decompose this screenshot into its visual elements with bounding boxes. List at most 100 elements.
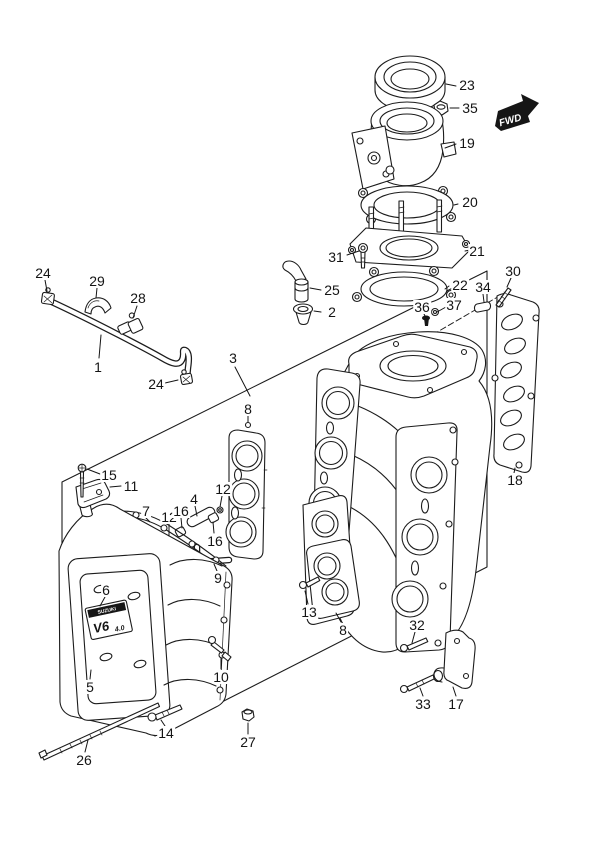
breather-hose	[48, 298, 193, 382]
bolt-32	[399, 637, 429, 653]
leader-line	[99, 596, 106, 607]
part-callout-2: 2	[327, 304, 337, 320]
part-callout-34: 34	[474, 279, 492, 295]
part-callout-24: 24	[34, 265, 52, 281]
bolt-13	[298, 576, 321, 590]
sensor-11	[75, 478, 111, 518]
leader-line	[346, 250, 360, 256]
v6-emblem: SUZUKI V6 4.0	[84, 599, 133, 641]
leader-line	[44, 279, 48, 292]
leader-line	[194, 505, 198, 517]
part-callout-12: 12	[214, 481, 232, 497]
part-callout-9: 9	[213, 570, 223, 586]
leader-line	[160, 719, 166, 727]
leader-line	[506, 277, 512, 288]
gasket-22	[351, 265, 457, 307]
part-callout-20: 20	[461, 194, 479, 210]
part-callout-31: 31	[327, 249, 345, 265]
leader-line	[304, 590, 309, 605]
part-callout-32: 32	[408, 617, 426, 633]
part-callout-14: 14	[157, 725, 175, 741]
leader-line	[419, 687, 424, 697]
emblem-size: 4.0	[113, 625, 125, 634]
screw-15	[77, 463, 87, 498]
throttle-body	[351, 101, 457, 190]
manifold-gasket-6port	[491, 293, 540, 473]
leader-line	[444, 143, 457, 149]
part-callout-37: 37	[445, 297, 463, 313]
leader-line	[313, 310, 322, 313]
leader-line	[445, 83, 457, 87]
throttle-plate-lower	[306, 539, 360, 619]
part-callout-16: 16	[206, 533, 224, 549]
part-callout-28: 28	[129, 290, 147, 306]
part-callout-19: 19	[458, 135, 476, 151]
part-callout-8: 8	[338, 622, 348, 638]
part-callout-10: 10	[212, 669, 230, 685]
part-callout-25: 25	[323, 282, 341, 298]
leader-line	[411, 631, 416, 644]
part-callout-27: 27	[239, 734, 257, 750]
long-bolt-26	[38, 702, 161, 761]
clamp-24-upper	[40, 287, 55, 306]
leader-line	[86, 468, 101, 475]
part-callout-17: 17	[447, 696, 465, 712]
leader-line	[513, 467, 516, 474]
leader-line	[89, 669, 92, 680]
part-callout-30: 30	[504, 263, 522, 279]
bolt-31	[357, 242, 369, 269]
connector-28	[117, 312, 144, 335]
leader-line	[482, 293, 485, 303]
part-callout-36: 36	[413, 299, 431, 315]
silencer-case: SUZUKI V6 4.0	[58, 503, 233, 737]
part-callout-3: 3	[228, 350, 238, 366]
bolt-33	[399, 674, 436, 694]
inlet-collar	[374, 55, 446, 112]
leader-line	[219, 495, 223, 508]
part-callout-21: 21	[468, 243, 486, 259]
part-callout-26: 26	[75, 752, 93, 768]
ring-12-right	[216, 506, 224, 514]
part-callout-18: 18	[506, 472, 524, 488]
leader-line	[444, 285, 450, 290]
bracket-17	[432, 629, 476, 689]
elbow-fitting	[282, 260, 309, 303]
adapter-21	[347, 199, 471, 269]
leader-line	[234, 366, 251, 397]
leader-line	[423, 313, 427, 319]
emblem-brand: SUZUKI	[97, 606, 117, 616]
leader-line	[180, 517, 183, 529]
part-callout-16: 16	[172, 503, 190, 519]
nut-27	[241, 708, 255, 722]
part-callout-15: 15	[100, 467, 118, 483]
part-callout-23: 23	[458, 77, 476, 93]
leader-line	[436, 306, 447, 313]
stud-30	[495, 287, 512, 308]
part-callout-1: 1	[93, 359, 103, 375]
joint-16-right	[207, 512, 220, 524]
clip-29	[84, 297, 112, 315]
part-callout-29: 29	[88, 273, 106, 289]
bolt-14	[147, 704, 183, 722]
part-callout-22: 22	[451, 277, 469, 293]
clamp-24-lower	[179, 369, 194, 386]
part-callout-4: 4	[189, 491, 199, 507]
fwd-arrow: FWD	[495, 94, 539, 131]
leader-line	[98, 334, 102, 359]
part-callout-6: 6	[101, 582, 111, 598]
emblem-model: V6	[92, 618, 111, 636]
leader-line	[145, 517, 151, 523]
part-callout-11: 11	[122, 478, 140, 494]
leader-line	[452, 686, 457, 697]
part-callout-35: 35	[461, 100, 479, 116]
hose-4	[186, 506, 216, 528]
leader-line	[84, 739, 89, 753]
plug-2	[292, 303, 314, 326]
ring-37	[430, 307, 440, 317]
leader-line	[453, 203, 459, 206]
leader-line	[109, 485, 122, 488]
leader-line	[212, 521, 215, 534]
part-callout-5: 5	[85, 679, 95, 695]
